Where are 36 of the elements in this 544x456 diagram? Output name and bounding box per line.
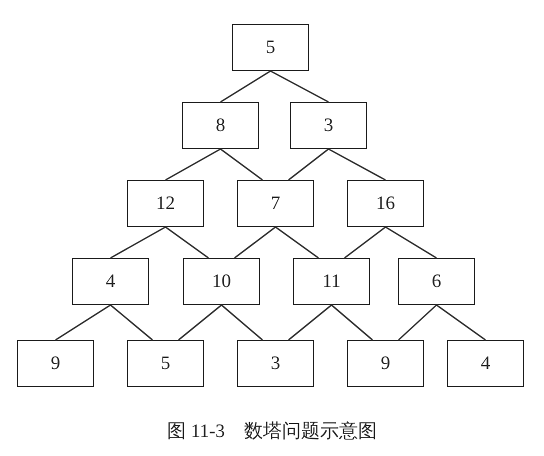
number-box: 9 [347, 340, 424, 387]
number-box: 12 [127, 180, 204, 227]
connector-line [270, 70, 329, 103]
connector-line [178, 304, 222, 341]
number-box: 5 [127, 340, 204, 387]
connector-line [55, 304, 111, 341]
connector-line [436, 304, 486, 341]
connector-line [220, 70, 271, 103]
number-box: 5 [232, 24, 309, 71]
connector-line [398, 304, 437, 341]
figure-caption: 图 11-3 数塔问题示意图 [167, 420, 377, 444]
number-box: 7 [237, 180, 314, 227]
number-box: 8 [182, 102, 259, 149]
connector-line [234, 226, 276, 259]
connector-line [165, 226, 209, 259]
number-box: 9 [17, 340, 94, 387]
connector-line [275, 226, 319, 259]
number-box: 3 [237, 340, 314, 387]
number-box: 3 [290, 102, 367, 149]
connector-line [331, 304, 373, 341]
connector-line [165, 148, 221, 181]
connector-line [288, 304, 332, 341]
number-box: 4 [72, 258, 149, 305]
connector-line [110, 304, 153, 341]
connector-line [220, 148, 263, 181]
connector-line [328, 148, 386, 181]
number-box: 16 [347, 180, 424, 227]
connector-line [221, 304, 263, 341]
connector-line [344, 226, 386, 259]
number-box: 4 [447, 340, 524, 387]
number-box: 10 [183, 258, 260, 305]
number-box: 11 [293, 258, 370, 305]
connector-line [385, 226, 437, 259]
connector-line [110, 226, 166, 259]
connector-line [288, 148, 329, 181]
number-box: 6 [398, 258, 475, 305]
